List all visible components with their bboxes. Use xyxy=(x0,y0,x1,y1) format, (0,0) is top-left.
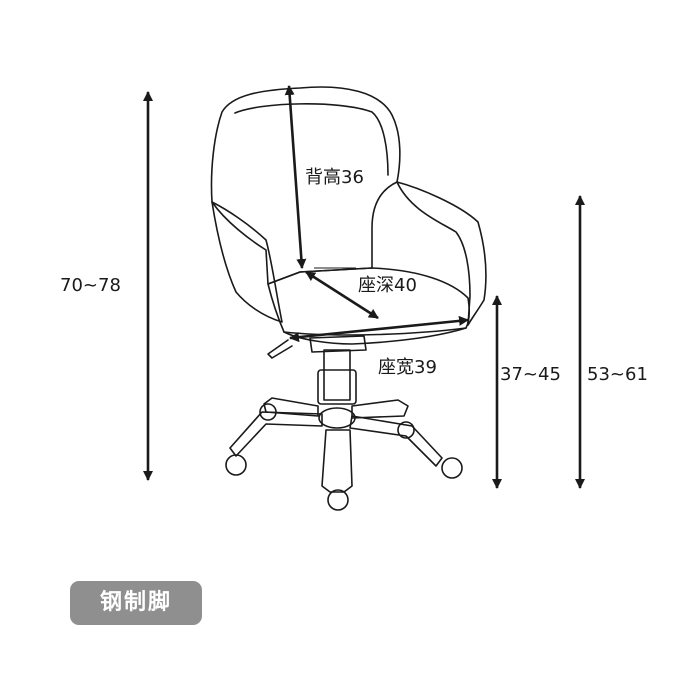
caster-back-right xyxy=(397,421,415,439)
adjust-lever xyxy=(267,339,293,359)
caster-right xyxy=(441,457,463,479)
base-leg-right xyxy=(349,415,443,467)
material-badge: 钢制脚 xyxy=(70,581,202,625)
seat-height-label: 37~45 xyxy=(500,364,561,385)
armrest-height-label: 53~61 xyxy=(587,364,648,385)
dimension-arrows xyxy=(143,85,585,489)
gas-lift-cover xyxy=(317,369,357,405)
seat-depth-arrow xyxy=(305,270,379,320)
back-height-arrow xyxy=(284,85,307,269)
overall-height-label: 70~78 xyxy=(60,275,121,296)
base-leg-back-right xyxy=(351,399,409,419)
caster-left xyxy=(225,454,247,476)
five-star-base xyxy=(229,397,443,493)
caster-back-left xyxy=(259,403,277,421)
seat-depth-label: 座深40 xyxy=(358,275,417,296)
base-leg-front xyxy=(321,429,353,493)
backrest-inner-line xyxy=(234,103,389,176)
base-leg-left xyxy=(229,411,323,457)
seat-width-arrow xyxy=(289,315,469,343)
caster-front xyxy=(327,489,349,511)
base-hub xyxy=(318,407,356,429)
left-armrest xyxy=(211,201,283,323)
seat-width-label: 座宽39 xyxy=(378,357,437,378)
casters xyxy=(225,403,463,511)
right-armrest xyxy=(396,181,487,326)
gas-lift-column xyxy=(323,349,351,401)
back-height-label: 背高36 xyxy=(305,167,364,188)
base-leg-back-left xyxy=(263,397,319,417)
